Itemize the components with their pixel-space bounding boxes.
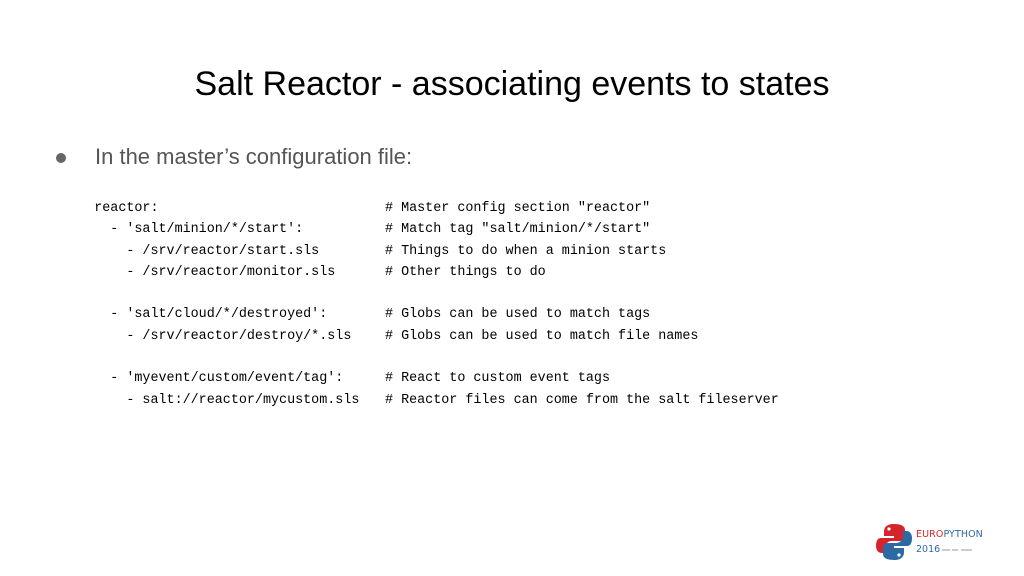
- code-line-blank: [46, 347, 986, 368]
- bullet-dot-icon: [56, 153, 66, 163]
- logo-wordmark: EUROPYTHON: [916, 529, 983, 540]
- logo-euro-text: EURO: [916, 529, 944, 540]
- code-block: reactor: # Master config section "reacto…: [46, 198, 986, 411]
- code-text: - 'salt/minion/*/start':: [94, 222, 304, 238]
- bullet-item: In the master’s configuration file:: [56, 142, 412, 172]
- code-comment: # Things to do when a minion starts: [385, 243, 667, 259]
- code-comment: # Reactor files can come from the salt f…: [385, 392, 779, 408]
- code-comment: # Match tag "salt/minion/*/start": [385, 222, 651, 238]
- code-line: - /srv/reactor/destroy/*.sls # Globs can…: [46, 326, 986, 347]
- europython-snake-logo-icon: [876, 524, 912, 560]
- code-line: - 'salt/minion/*/start': # Match tag "sa…: [46, 219, 986, 240]
- code-text: - /srv/reactor/monitor.sls: [94, 264, 336, 280]
- europython-logo: EUROPYTHON 2016: [876, 522, 983, 562]
- code-text: - 'myevent/custom/event/tag':: [94, 371, 344, 387]
- code-text: - salt://reactor/mycustom.sls: [94, 392, 360, 408]
- code-line: - /srv/reactor/start.sls # Things to do …: [46, 241, 986, 262]
- code-line-blank: [46, 283, 986, 304]
- code-comment: # Master config section "reactor": [385, 201, 651, 216]
- logo-python-text: PYTHON: [943, 529, 983, 540]
- bullet-text: In the master’s configuration file:: [95, 144, 413, 169]
- code-text: - /srv/reactor/start.sls: [94, 243, 320, 259]
- code-text: - /srv/reactor/destroy/*.sls: [94, 328, 352, 344]
- code-line: - 'myevent/custom/event/tag': # React to…: [46, 368, 986, 389]
- code-text: - 'salt/cloud/*/destroyed':: [94, 307, 328, 323]
- code-comment: # Other things to do: [385, 264, 546, 280]
- code-comment: # Globs can be used to match tags: [385, 307, 651, 323]
- logo-tagline-decoration: [942, 549, 972, 551]
- logo-year-text: 2016: [916, 544, 941, 555]
- code-comment: # Globs can be used to match file names: [385, 328, 699, 344]
- code-comment: # React to custom event tags: [385, 371, 610, 387]
- slide-title: Salt Reactor - associating events to sta…: [194, 65, 830, 103]
- code-line: reactor: # Master config section "reacto…: [46, 198, 986, 219]
- code-line: - salt://reactor/mycustom.sls # Reactor …: [46, 390, 986, 411]
- code-text: reactor:: [94, 201, 159, 216]
- code-line: - /srv/reactor/monitor.sls # Other thing…: [46, 262, 986, 283]
- code-line: - 'salt/cloud/*/destroyed': # Globs can …: [46, 304, 986, 325]
